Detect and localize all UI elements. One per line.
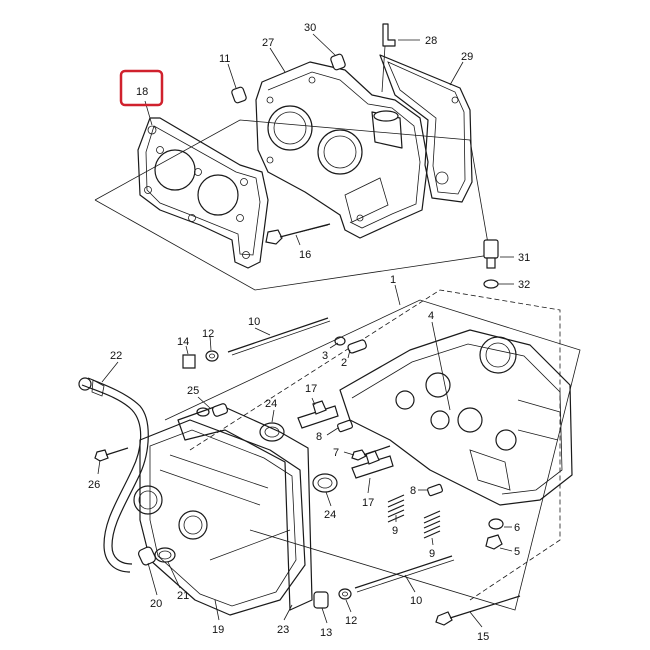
callout-23[interactable]: 23 [277,624,289,636]
callout-labels: 18 30 28 27 11 29 16 31 32 1 10 12 14 4 … [88,22,530,643]
callout-9a[interactable]: 9 [392,525,398,537]
cylinder-head-cover[interactable] [133,419,306,616]
callout-10a[interactable]: 10 [248,316,260,328]
callout-12b[interactable]: 12 [345,615,357,627]
callout-22[interactable]: 22 [110,350,122,362]
callout-28[interactable]: 28 [425,35,437,47]
washer-12a[interactable] [205,350,219,362]
bolt-15[interactable] [435,595,521,626]
callout-17a[interactable]: 17 [305,383,317,395]
plug-14[interactable] [182,354,196,369]
callout-13[interactable]: 13 [320,627,332,639]
callout-27[interactable]: 27 [262,37,274,49]
spring-9a[interactable] [387,494,405,523]
callout-3[interactable]: 3 [322,350,328,362]
callout-7[interactable]: 7 [333,447,339,459]
dowel-pin-30[interactable] [330,53,346,71]
callout-1[interactable]: 1 [390,274,396,286]
callout-18[interactable]: 18 [136,86,148,98]
washer-6[interactable] [488,518,504,530]
cylinder-base-gasket[interactable] [379,54,473,203]
stud-bolt-10b[interactable] [354,555,455,593]
callout-21[interactable]: 21 [177,590,189,602]
bolt-26[interactable] [94,447,129,462]
o-ring-3[interactable] [334,336,346,346]
callout-8b[interactable]: 8 [410,485,416,497]
stud-bolt-10a[interactable] [227,317,331,356]
callout-2[interactable]: 2 [341,357,347,369]
main-cylinder-head[interactable] [339,329,573,506]
leader-lines [97,33,514,628]
callout-26[interactable]: 26 [88,479,100,491]
callout-11[interactable]: 11 [219,53,230,65]
oil-fitting-28[interactable] [381,23,396,93]
bolt-16[interactable] [265,223,331,245]
fitting-2[interactable] [347,339,367,354]
lower-assembly-outline [164,289,581,611]
dowel-25[interactable] [196,403,229,417]
callout-6[interactable]: 6 [514,522,520,534]
callout-4[interactable]: 4 [428,310,434,322]
callout-14[interactable]: 14 [177,336,189,348]
head-cover-gasket[interactable] [177,404,313,611]
plug-17b[interactable] [351,450,394,479]
callout-25[interactable]: 25 [187,385,199,397]
callout-16[interactable]: 16 [299,249,311,261]
plug-13[interactable] [313,591,329,609]
bolt-7[interactable] [351,445,391,461]
callout-8a[interactable]: 8 [316,431,322,443]
callout-5[interactable]: 5 [514,546,520,558]
callout-9b[interactable]: 9 [429,548,435,560]
plug-17a[interactable] [297,400,339,429]
dowel-pin-11[interactable] [231,86,247,104]
callout-20[interactable]: 20 [150,598,162,610]
callout-17b[interactable]: 17 [362,497,374,509]
cylinder-head-gasket[interactable] [137,117,269,269]
callout-30[interactable]: 30 [304,22,316,34]
callout-19[interactable]: 19 [212,624,224,636]
callout-10b[interactable]: 10 [410,595,422,607]
clip-21[interactable] [154,547,176,563]
spring-9b[interactable] [423,510,441,539]
callout-12a[interactable]: 12 [202,328,214,340]
callout-24a[interactable]: 24 [265,398,277,410]
seal-24a[interactable] [259,422,285,442]
callout-15[interactable]: 15 [477,631,489,643]
bolt-8b[interactable] [427,483,443,497]
selected-part-highlight [119,69,164,107]
callout-31[interactable]: 31 [518,252,530,264]
bolt-5[interactable] [485,534,503,550]
breather-hose-22[interactable] [78,377,149,573]
callout-24b[interactable]: 24 [324,509,336,521]
washer-12b[interactable] [338,588,352,600]
cylinder-block[interactable] [255,61,429,239]
callout-29[interactable]: 29 [461,51,473,63]
o-ring-32[interactable] [483,279,499,289]
seal-24b[interactable] [312,473,338,493]
bolt-8a[interactable] [337,419,353,433]
sensor-31[interactable] [483,239,499,269]
upper-assembly-outline [94,119,491,291]
hose-20[interactable] [137,546,157,566]
callout-32[interactable]: 32 [518,279,530,291]
